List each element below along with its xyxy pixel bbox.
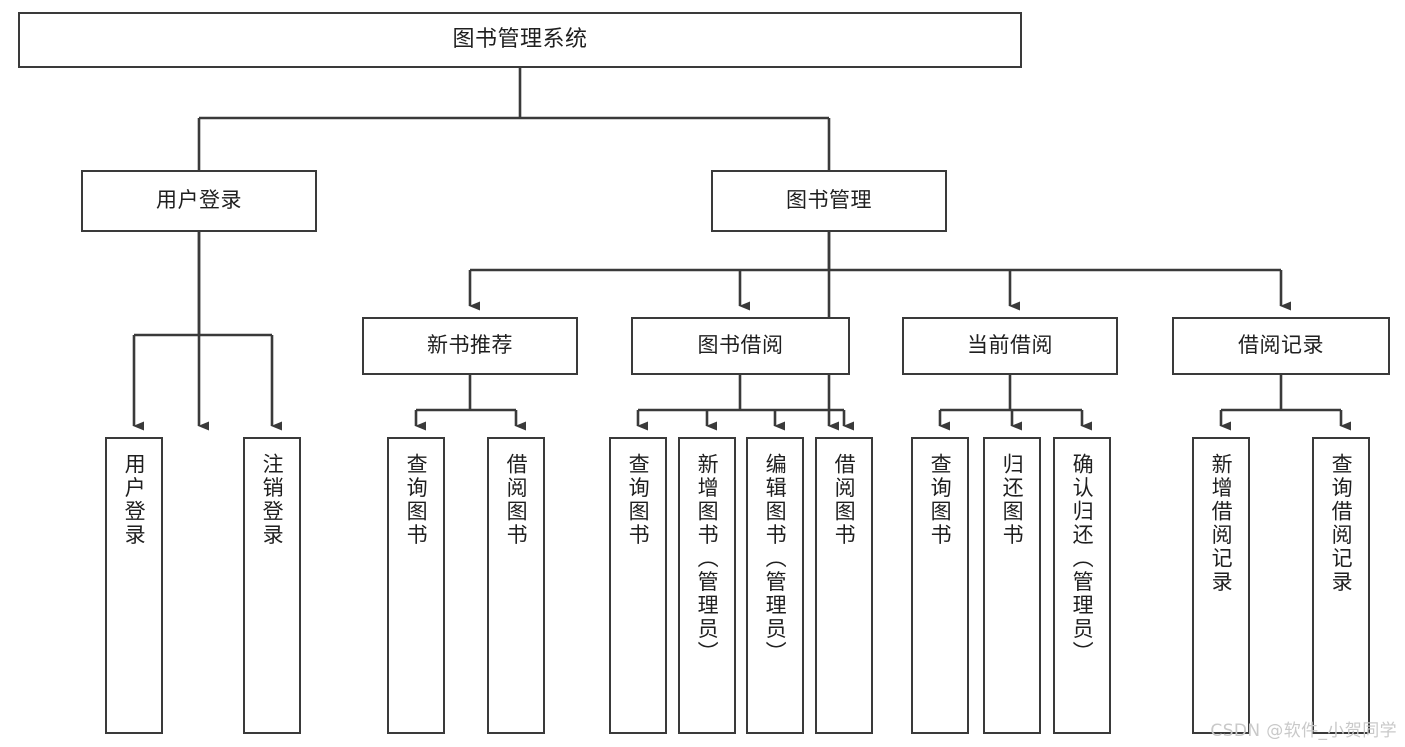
node-leaf-add-record-label: 新增借阅记录 xyxy=(1209,453,1234,594)
node-leaf-query-record[interactable]: 查询借阅记录 xyxy=(1312,437,1370,734)
node-root-label: 图书管理系统 xyxy=(452,26,588,52)
node-leaf-borrow-book-2-label: 借阅图书 xyxy=(832,453,857,547)
node-new-book-recommend-label: 新书推荐 xyxy=(427,333,513,358)
node-leaf-confirm-return[interactable]: 确认归还（管理员） xyxy=(1053,437,1111,734)
node-root[interactable]: 图书管理系统 xyxy=(18,12,1022,68)
node-leaf-borrow-book-1[interactable]: 借阅图书 xyxy=(487,437,545,734)
node-leaf-query-record-label: 查询借阅记录 xyxy=(1329,453,1354,594)
node-book-manage-label: 图书管理 xyxy=(786,188,872,213)
node-borrow-record[interactable]: 借阅记录 xyxy=(1172,317,1390,375)
node-leaf-logout-label: 注销登录 xyxy=(260,453,285,547)
watermark: CSDN @软件_小贺同学 xyxy=(1210,721,1397,741)
node-leaf-user-login-label: 用户登录 xyxy=(122,453,147,547)
node-new-book-recommend[interactable]: 新书推荐 xyxy=(362,317,578,375)
node-leaf-add-record[interactable]: 新增借阅记录 xyxy=(1192,437,1250,734)
node-leaf-query-book-3-label: 查询图书 xyxy=(928,453,953,547)
node-leaf-return-book-label: 归还图书 xyxy=(1000,453,1025,547)
node-leaf-add-book-label: 新增图书（管理员） xyxy=(695,453,720,665)
node-current-borrow-label: 当前借阅 xyxy=(967,333,1053,358)
node-leaf-edit-book-label: 编辑图书（管理员） xyxy=(763,453,788,665)
node-leaf-query-book-2[interactable]: 查询图书 xyxy=(609,437,667,734)
node-leaf-user-login[interactable]: 用户登录 xyxy=(105,437,163,734)
node-user-login[interactable]: 用户登录 xyxy=(81,170,317,232)
node-book-manage[interactable]: 图书管理 xyxy=(711,170,947,232)
node-current-borrow[interactable]: 当前借阅 xyxy=(902,317,1118,375)
node-borrow-record-label: 借阅记录 xyxy=(1238,333,1324,358)
node-leaf-borrow-book-2[interactable]: 借阅图书 xyxy=(815,437,873,734)
node-leaf-logout[interactable]: 注销登录 xyxy=(243,437,301,734)
node-leaf-borrow-book-1-label: 借阅图书 xyxy=(504,453,529,547)
node-leaf-confirm-return-label: 确认归还（管理员） xyxy=(1070,453,1095,665)
node-leaf-query-book-2-label: 查询图书 xyxy=(626,453,651,547)
node-book-borrow[interactable]: 图书借阅 xyxy=(631,317,850,375)
node-leaf-add-book[interactable]: 新增图书（管理员） xyxy=(678,437,736,734)
node-user-login-label: 用户登录 xyxy=(156,188,242,213)
node-leaf-query-book-1[interactable]: 查询图书 xyxy=(387,437,445,734)
node-leaf-return-book[interactable]: 归还图书 xyxy=(983,437,1041,734)
node-book-borrow-label: 图书借阅 xyxy=(697,333,784,358)
node-leaf-query-book-1-label: 查询图书 xyxy=(404,453,429,547)
node-leaf-edit-book[interactable]: 编辑图书（管理员） xyxy=(746,437,804,734)
node-leaf-query-book-3[interactable]: 查询图书 xyxy=(911,437,969,734)
